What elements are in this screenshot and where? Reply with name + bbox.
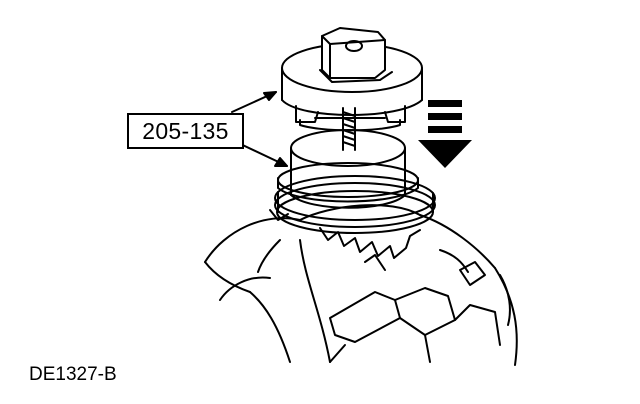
drive-nut bbox=[319, 27, 393, 83]
triple-down-arrow-icon bbox=[418, 100, 472, 168]
tool-callout-label: 205-135 bbox=[127, 113, 244, 149]
seal-ring bbox=[274, 175, 436, 234]
figure-id-label: DE1327-B bbox=[29, 364, 117, 385]
differential-housing bbox=[204, 204, 518, 366]
callout-leaders bbox=[231, 91, 288, 167]
installer-lower-cup bbox=[277, 129, 419, 209]
